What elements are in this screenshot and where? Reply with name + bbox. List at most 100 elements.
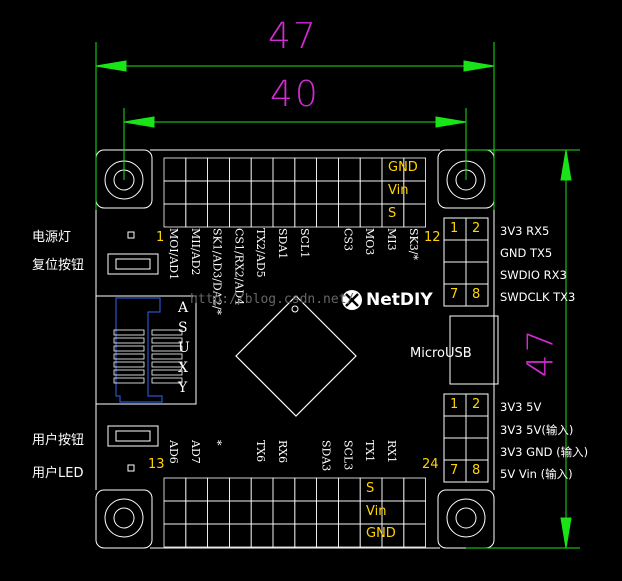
- header-pin-cell: [228, 157, 252, 182]
- connector-pin-number: 7: [450, 287, 459, 302]
- connector-pin-label: 5V Vin (输入): [500, 467, 573, 481]
- header-pin-cell: [294, 523, 317, 548]
- header-pin-cell: [337, 203, 361, 228]
- pin-label: MOI/AD1: [167, 228, 180, 281]
- connector-pin-number: 2: [472, 221, 481, 236]
- top-rail-gnd: GND: [388, 160, 418, 175]
- header-pin-cell: [163, 203, 187, 228]
- header-pin-cell: [250, 523, 274, 548]
- header-pin-cell: [207, 203, 230, 228]
- header-pin-cell: [272, 203, 296, 228]
- top-rail-vin: Vin: [388, 183, 409, 198]
- dimension-lines: [95, 42, 580, 549]
- header-pin-cell: [294, 203, 317, 228]
- pin-label: SCL1: [297, 228, 311, 259]
- header-pin-cell: [272, 477, 296, 502]
- connector-2: [443, 393, 489, 483]
- header-pin-cell: [337, 523, 361, 548]
- header-pin-cell: [185, 157, 209, 182]
- pin-label: RX6: [276, 440, 289, 464]
- header-pin-cell: [359, 157, 383, 182]
- netdiy-logo-icon: [342, 290, 362, 310]
- connector-pin-label: SWDIO RX3: [500, 268, 567, 282]
- power-led-shape: [127, 231, 135, 239]
- bottom-header: [163, 477, 426, 548]
- connector-pin-number: 7: [450, 463, 459, 478]
- pin-label: TX2/AD5: [254, 228, 268, 278]
- header-pin-cell: [250, 500, 274, 525]
- pin-label: MI3: [385, 228, 398, 251]
- bottom-rail-vin: Vin: [366, 504, 387, 519]
- header-pin-cell: [337, 477, 361, 502]
- header-pin-cell: [316, 477, 339, 502]
- pin-label: MII/AD2: [188, 228, 202, 276]
- header-pin-cell: [185, 500, 209, 525]
- dim-width-holes: 40: [270, 74, 320, 115]
- top-rail-s: S: [388, 206, 397, 221]
- header-pin-cell: [294, 477, 317, 502]
- connector-pin-label: 3V3 5V: [500, 400, 542, 414]
- header-pin-cell: [207, 157, 230, 182]
- connector-pin-label: 3V3 5V(输入): [500, 423, 574, 437]
- pin-label: TX6: [254, 440, 268, 463]
- logo-text: NetDIY: [366, 290, 433, 310]
- header-pin-cell: [337, 180, 361, 205]
- connector-pin-label: SWDCLK TX3: [500, 290, 576, 304]
- header-pin-cell: [359, 180, 383, 205]
- pin-number-13: 13: [148, 457, 165, 472]
- connector-pin-number: 1: [450, 397, 459, 412]
- pin-label: MO3: [363, 228, 377, 256]
- header-pin-cell: [185, 180, 209, 205]
- pin-label: SDA3: [319, 440, 333, 472]
- header-pin-cell: [207, 477, 230, 502]
- connector-pin-label: GND TX5: [500, 246, 553, 260]
- header-pin-cell: [294, 157, 317, 182]
- header-pin-cell: [272, 180, 296, 205]
- connector-pin-label: 3V3 GND (输入): [500, 445, 589, 459]
- pin-label: TX1: [363, 440, 377, 463]
- connector-pin-number: 8: [472, 287, 481, 302]
- header-pin-cell: [272, 523, 296, 548]
- header-pin-cell: [316, 500, 339, 525]
- pin-label: SK1/AD3/DA2/*: [210, 228, 224, 315]
- mount-hole-bl: [104, 498, 144, 538]
- header-pin-cell: [163, 477, 187, 502]
- top-header: [163, 157, 426, 228]
- pin-number-24: 24: [422, 457, 439, 472]
- header-pin-cell: [294, 500, 317, 525]
- pin-label: *: [210, 440, 224, 446]
- pin-number-1: 1: [156, 230, 165, 245]
- pin-label: CS1/RX2/AD4: [232, 228, 246, 306]
- header-pin-cell: [403, 500, 426, 525]
- connector-pin-number: 1: [450, 221, 459, 236]
- side-letter: X: [178, 360, 188, 376]
- mcu-chip: [235, 295, 357, 417]
- pin-label: CS3: [341, 228, 355, 251]
- header-pin-cell: [228, 477, 252, 502]
- usb-label: MicroUSB: [410, 346, 472, 361]
- header-pin-cell: [316, 180, 339, 205]
- header-pin-cell: [228, 523, 252, 548]
- header-pin-cell: [403, 523, 426, 548]
- header-pin-cell: [250, 477, 274, 502]
- bottom-rail-s: S: [366, 481, 375, 496]
- user-button-label: 用户按钮: [32, 433, 85, 448]
- connector-pin-number: 2: [472, 397, 481, 412]
- pin-label: AD7: [188, 440, 202, 464]
- user-button-shape: [107, 425, 159, 447]
- header-pin-cell: [207, 523, 230, 548]
- bottom-rail-gnd: GND: [366, 526, 396, 541]
- header-pin-cell: [163, 523, 187, 548]
- mount-hole-br: [446, 498, 486, 538]
- header-pin-cell: [207, 500, 230, 525]
- side-letter: Y: [178, 380, 188, 396]
- connector-pin-label: 3V3 RX5: [500, 224, 550, 238]
- side-letter: A: [178, 300, 189, 316]
- header-pin-cell: [337, 500, 361, 525]
- dim-height-total: 47: [520, 327, 562, 378]
- connector-pin-number: 8: [472, 463, 481, 478]
- header-pin-cell: [294, 180, 317, 205]
- header-pin-cell: [337, 157, 361, 182]
- header-pin-cell: [163, 180, 187, 205]
- pin-label: SDA1: [276, 228, 289, 260]
